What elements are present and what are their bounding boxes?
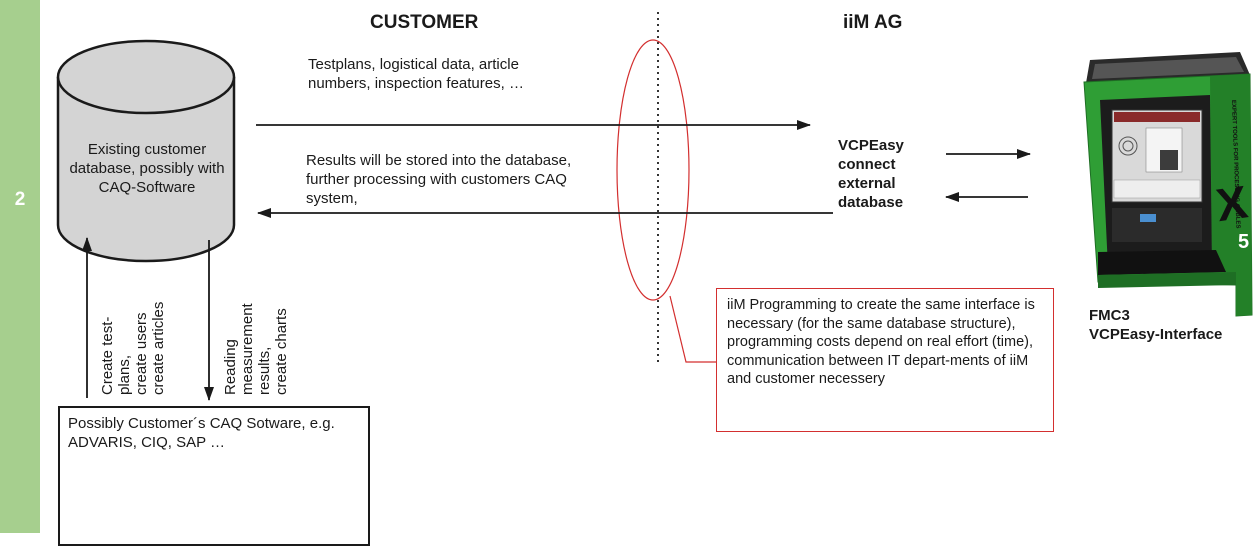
- flow-label-to-customer: Results will be stored into the database…: [306, 152, 572, 207]
- programming-note-box: iiM Programming to create the same inter…: [716, 288, 1054, 432]
- highlight-ellipse: [616, 39, 690, 301]
- database-cylinder-icon: [56, 39, 236, 263]
- header-customer: CUSTOMER: [370, 12, 479, 33]
- device-logo-digit: 5: [1238, 231, 1249, 253]
- step-sidebar: [0, 0, 40, 533]
- programming-note-text: iiM Programming to create the same inter…: [727, 297, 1035, 387]
- device-caption-line2: VCPEasy-Interface: [1089, 326, 1223, 343]
- fmc3-device-icon: X 5 EXPERT TOOLS FOR PROCESSING CABLES: [1083, 52, 1253, 317]
- callout-line: [669, 295, 716, 363]
- diagram-graphics: X 5 EXPERT TOOLS FOR PROCESSING CABLES: [56, 12, 1253, 533]
- header-iim: iiM AG: [843, 12, 903, 33]
- caq-software-box: Possibly Customer´s CAQ Sotware, e.g. AD…: [58, 406, 370, 546]
- step-number: 2: [14, 189, 26, 210]
- device-logo-x: X: [1213, 175, 1251, 231]
- device-caption-line1: FMC3: [1089, 307, 1130, 324]
- connector-label: VCPEasy connect external database: [838, 137, 904, 211]
- caq-software-text: Possibly Customer´s CAQ Sotware, e.g. AD…: [68, 415, 335, 451]
- device-side-text: EXPERT TOOLS FOR PROCESSING CABLES: [1230, 100, 1240, 229]
- database-label: Existing customer database, possibly wit…: [69, 141, 225, 196]
- flow-label-to-iim: Testplans, logistical data, article numb…: [308, 56, 524, 92]
